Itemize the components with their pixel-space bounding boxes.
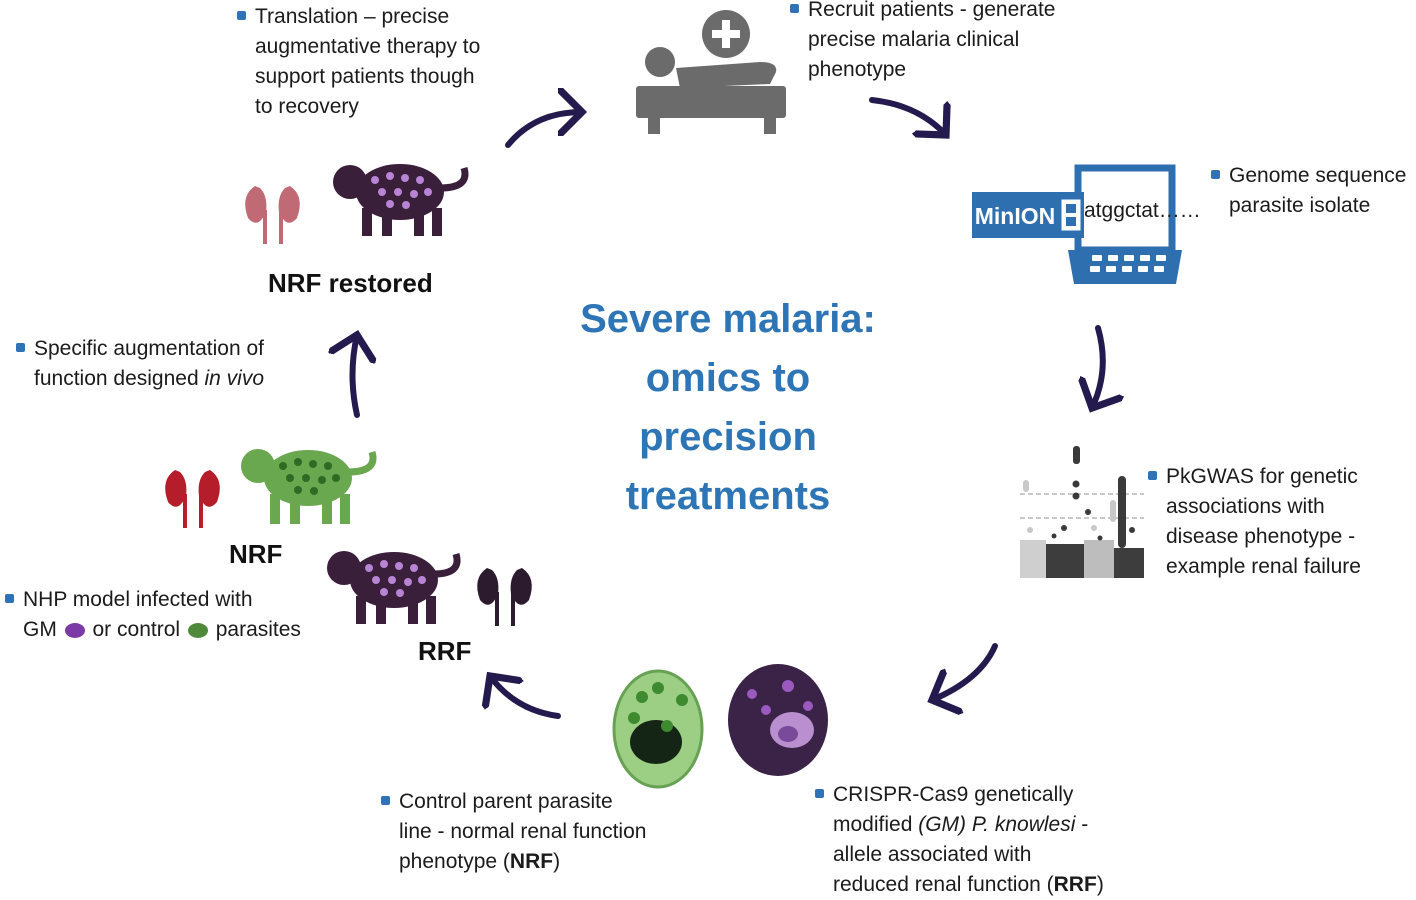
arrow-control-to-rrf	[490, 676, 561, 719]
note-genome: Genome sequence parasite isolate	[1211, 161, 1406, 221]
gm-swatch-icon	[64, 623, 85, 638]
arrow-gwas-to-crispr	[932, 643, 998, 700]
note-translation: Translation – precise augmentative thera…	[237, 2, 480, 122]
diagram-title: Severe malaria: omics to precision treat…	[500, 290, 956, 526]
bullet-icon	[16, 343, 25, 352]
gm-parasite-icon	[728, 664, 828, 776]
note-gwas: PkGWAS for genetic associations with dis…	[1148, 462, 1361, 582]
note-crispr: CRISPR-Cas9 genetically modified (GM) P.…	[815, 780, 1104, 900]
arrow-genome-to-gwas	[1092, 325, 1103, 408]
bullet-icon	[790, 4, 799, 13]
label-rrf: RRF	[418, 636, 472, 666]
note-control: Control parent parasite line - normal re…	[381, 787, 646, 877]
bullet-icon	[5, 594, 14, 603]
bullet-icon	[237, 11, 246, 20]
title-line-4: treatments	[625, 474, 831, 518]
title-line-1: Severe malaria:	[580, 297, 876, 341]
bullet-icon	[815, 789, 824, 798]
manhattan-plot-icon	[1020, 446, 1144, 578]
laptop-minion-icon	[972, 164, 1182, 284]
bullet-icon	[1211, 170, 1220, 179]
arrow-patient-to-genome	[869, 97, 946, 135]
title-line-2: omics to	[645, 356, 811, 400]
monkey-green-icon	[241, 449, 377, 524]
note-augment: Specific augmentation of function design…	[16, 334, 264, 394]
monkey-restored-icon	[333, 164, 469, 236]
monkey-rrf-icon	[327, 551, 461, 624]
cycle-arrows	[353, 97, 1103, 719]
sequence-text: atggctat……	[1084, 199, 1201, 222]
minion-label: MinION	[974, 203, 1056, 229]
patient-bed-icon	[636, 10, 786, 134]
arrow-nrf-to-restored	[353, 335, 358, 418]
title-line-3: precision	[639, 415, 817, 459]
note-nhp: NHP model infected with GM or control pa…	[5, 585, 301, 645]
label-nrf-restored: NRF restored	[268, 268, 433, 298]
control-swatch-icon	[187, 623, 208, 638]
red-kidneys-icon	[165, 470, 220, 528]
note-recruit: Recruit patients - generate precise mala…	[790, 0, 1055, 85]
label-nrf: NRF	[229, 539, 283, 569]
arrow-translation-to-patient	[505, 112, 582, 148]
bullet-icon	[1148, 471, 1157, 480]
bullet-icon	[381, 796, 390, 805]
control-parasite-icon	[612, 669, 704, 789]
dark-kidneys-icon	[477, 568, 532, 626]
healthy-kidneys-icon	[245, 186, 300, 244]
